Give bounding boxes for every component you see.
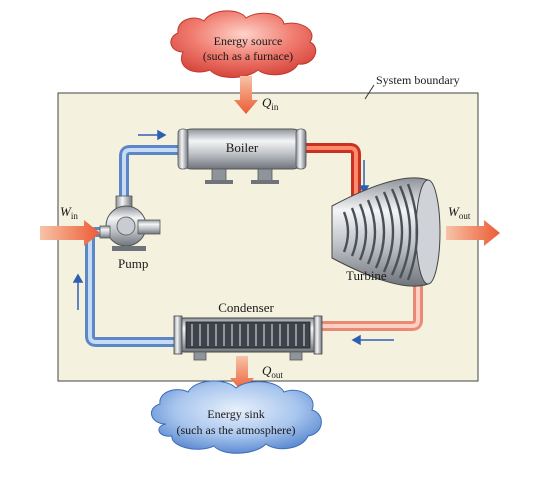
w-out-label: Wout (448, 204, 471, 221)
exhaust-pipe (320, 278, 423, 331)
pump: Pump (99, 195, 161, 271)
q-in-label: Qin (262, 95, 279, 112)
pump-label: Pump (118, 256, 148, 271)
source-line1: Energy source (214, 34, 283, 48)
source-line2: (such as a furnace) (203, 49, 293, 63)
q-out-label: Qout (262, 363, 283, 380)
boiler: Boiler (177, 128, 307, 184)
sink-line1: Energy sink (207, 407, 264, 421)
flow-arrows (72, 129, 394, 346)
sink-line2: (such as the atmosphere) (177, 423, 296, 437)
energy-sink-cloud: Energy sink (such as the atmosphere) (151, 380, 322, 454)
hot-pipe (305, 143, 361, 200)
w-in-arrow (40, 220, 100, 246)
w-out-arrow (446, 220, 500, 246)
energy-source-cloud: Energy source (such as a furnace) (170, 10, 317, 78)
turbine-label: Turbine (346, 268, 387, 283)
condenser-label: Condenser (218, 300, 274, 315)
condenser: Condenser (173, 300, 323, 361)
boundary-label: System boundary (376, 73, 460, 87)
q-in-arrow (234, 76, 258, 114)
boundary-leader-line (364, 84, 375, 100)
turbine: Turbine (331, 177, 441, 287)
boiler-label: Boiler (226, 140, 259, 155)
w-in-label: Win (60, 204, 78, 221)
